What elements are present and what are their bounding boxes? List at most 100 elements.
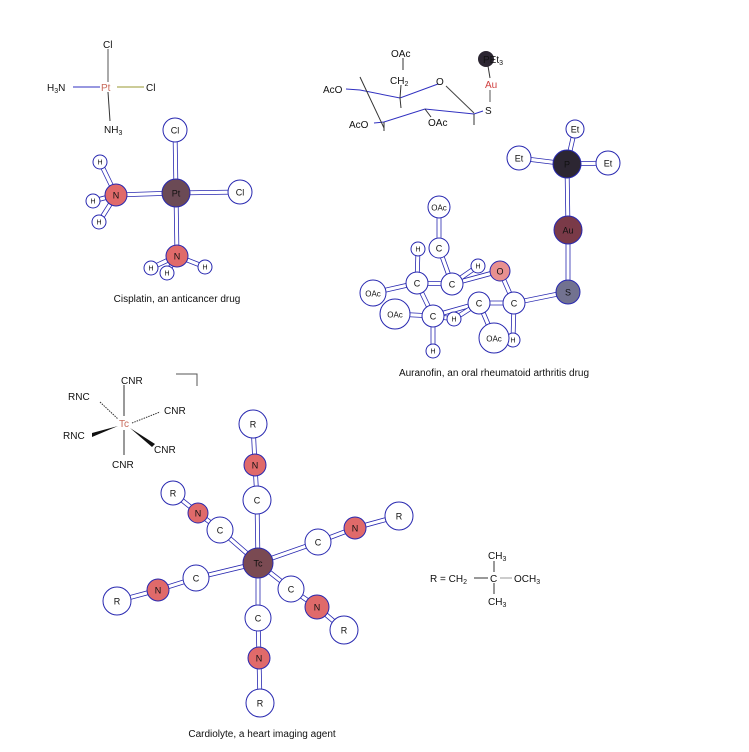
ligand-label: CNR: [154, 445, 176, 456]
atom-label: C: [288, 585, 295, 595]
atom-label: H: [430, 349, 435, 356]
atom-label: R: [341, 626, 348, 636]
atom-label: H: [510, 338, 515, 345]
atom-c: [304, 528, 332, 556]
atom-label: C: [315, 538, 322, 548]
ch2-label: CH2: [390, 76, 408, 88]
atom-c: [242, 485, 272, 515]
atom-h: [425, 343, 441, 359]
r-group-definition: R = CH2 C OCH3 CH3 CH3: [430, 551, 540, 609]
atom-label: Et: [515, 154, 524, 164]
atom-label: N: [195, 509, 202, 519]
atom-label: OAc: [431, 204, 447, 213]
sulfur-label: S: [485, 106, 492, 117]
atom-h: [446, 311, 462, 327]
auranofin-2d-formula: [345, 51, 494, 131]
atom-label: Cl: [171, 126, 180, 136]
atom-label: C: [449, 280, 456, 290]
atom-label: R: [114, 597, 121, 607]
atom-r: [245, 688, 275, 718]
atom-c: [502, 291, 526, 315]
auranofin-caption: Auranofin, an oral rheumatoid arthritis …: [399, 368, 589, 379]
atom-c: [206, 516, 234, 544]
atom-r: [160, 480, 186, 506]
atom-et: [506, 145, 532, 171]
atom-oac: [359, 279, 387, 307]
atom-tc: [242, 547, 274, 579]
cardiolyte-2d-formula: Tc CNR RNC CNR RNC CNR CNR: [63, 373, 198, 471]
atom-o: [489, 260, 511, 282]
atom-c: [277, 575, 305, 603]
atom-label: H: [451, 317, 456, 324]
cl-label: Cl: [146, 83, 155, 94]
atom-r: [329, 615, 359, 645]
r-lhs-label: R = CH2: [430, 574, 467, 586]
atom-label: H: [202, 265, 207, 272]
atom-n: [243, 453, 267, 477]
atom-label: S: [565, 288, 571, 298]
atom-label: C: [254, 496, 261, 506]
atom-s: [555, 279, 581, 305]
atom-label: H: [90, 199, 95, 206]
atom-p: [552, 149, 582, 179]
atom-label: N: [256, 654, 263, 664]
atom-label: R: [257, 699, 264, 709]
atom-label: H: [148, 266, 153, 273]
atom-n: [343, 516, 367, 540]
atom-n: [165, 244, 189, 268]
cisplatin-caption: Cisplatin, an anticancer drug: [114, 294, 241, 305]
atom-h: [85, 193, 101, 209]
atom-c: [467, 291, 491, 315]
atom-cl: [162, 117, 188, 143]
atom-label: N: [252, 461, 259, 471]
atom-c: [244, 604, 272, 632]
atom-label: P: [564, 160, 570, 170]
atom-n: [304, 594, 330, 620]
atom-h: [159, 265, 175, 281]
atom-h: [197, 259, 213, 275]
pt-label: Pt: [101, 83, 111, 94]
atom-pt: [161, 178, 191, 208]
atom-label: N: [314, 603, 321, 613]
atom-label: H: [475, 264, 480, 271]
atom-label: C: [193, 574, 200, 584]
atom-label: N: [155, 586, 162, 596]
quaternary-carbon-label: C: [490, 574, 497, 585]
atom-label: C: [430, 312, 437, 322]
atom-h: [410, 241, 426, 257]
atom-et: [595, 150, 621, 176]
atom-label: N: [352, 524, 359, 534]
atom-label: H: [164, 271, 169, 278]
atom-label: N: [174, 252, 181, 262]
atom-label: H: [96, 220, 101, 227]
atom-c: [428, 237, 450, 259]
atom-label: Tc: [254, 559, 264, 569]
atom-label: C: [217, 526, 224, 536]
atom-label: C: [476, 299, 483, 309]
oac-label: OAc: [391, 49, 410, 60]
ch3-label: CH3: [488, 551, 506, 563]
atom-label: C: [436, 244, 443, 254]
atom-c: [405, 271, 429, 295]
atom-oac: [478, 322, 510, 354]
atom-r: [384, 501, 414, 531]
atom-label: Et: [604, 159, 613, 169]
pet3-label: PEt3: [483, 55, 503, 67]
atom-label: R: [170, 489, 177, 499]
atom-h: [143, 260, 159, 276]
h3n-label: H3N: [47, 83, 65, 95]
atom-c: [440, 272, 464, 296]
atom-label: C: [511, 299, 518, 309]
cisplatin-2d-formula: Cl H3N Pt Cl NH3: [47, 40, 155, 137]
ligand-label: CNR: [121, 376, 143, 387]
atom-label: OAc: [387, 311, 403, 320]
atom-oac: [379, 298, 411, 330]
atom-et: [565, 119, 585, 139]
atom-label: N: [113, 191, 120, 201]
atom-label: OAc: [486, 335, 502, 344]
atom-h: [470, 258, 486, 274]
